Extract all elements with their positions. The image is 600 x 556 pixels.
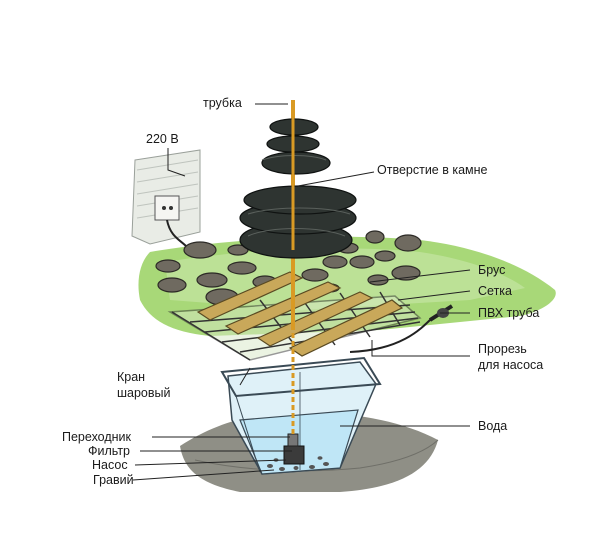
- label-mesh: Сетка: [478, 284, 512, 298]
- label-voltage: 220 В: [146, 132, 179, 146]
- leader-lines: [132, 103, 471, 481]
- label-water: Вода: [478, 419, 508, 433]
- water-container: [220, 356, 382, 475]
- label-gravel: Гравий: [93, 473, 134, 487]
- label-pump-slot-line2: для насоса: [478, 358, 544, 372]
- label-pump-slot-line1: Прорезь: [478, 342, 527, 356]
- gravel: [267, 456, 329, 471]
- label-tube: трубка: [203, 96, 242, 110]
- label-pvc-pipe: ПВХ труба: [478, 306, 540, 320]
- label-adapter: Переходник: [62, 430, 132, 444]
- label-ball-valve-line1: Кран: [117, 370, 146, 384]
- label-stone-hole: Отверстие в камне: [377, 163, 488, 177]
- stone-highlights: [247, 155, 351, 237]
- stacked-stones: [239, 118, 357, 259]
- beams: [196, 271, 404, 357]
- label-ball-valve-line2: шаровый: [117, 386, 171, 400]
- label-filter: Фильтр: [88, 444, 130, 458]
- label-pump: Насос: [92, 458, 128, 472]
- label-beam: Брус: [478, 263, 506, 277]
- wall-outlet: [131, 149, 201, 247]
